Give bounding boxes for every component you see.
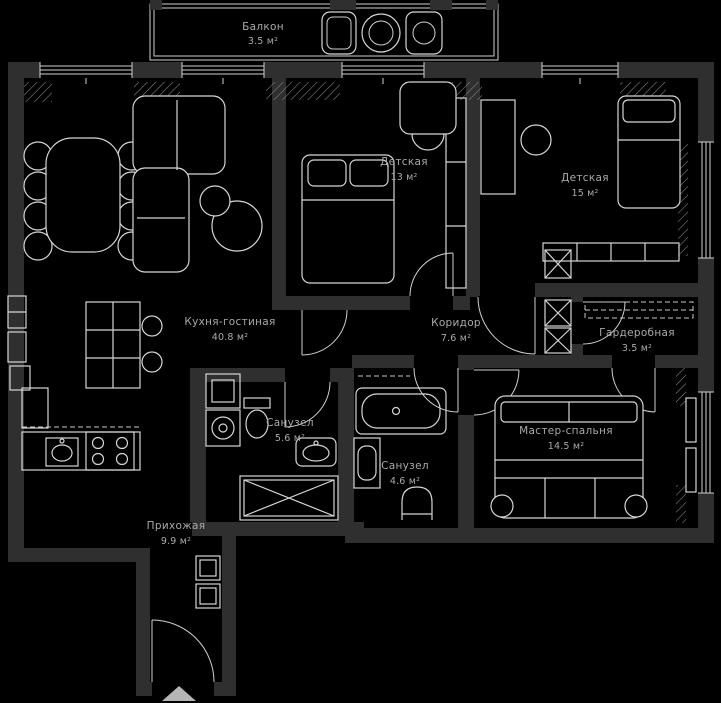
bathroom-2-fixtures xyxy=(353,375,447,520)
wardrobe-shelving xyxy=(584,301,694,319)
doors xyxy=(284,252,656,428)
balcony-furniture xyxy=(321,11,443,55)
room-area-bathroom-1: 5.6 м² xyxy=(275,433,305,444)
room-area-bathroom-2: 4.6 м² xyxy=(390,476,420,487)
room-label-kids-room-2: Детская xyxy=(561,172,609,184)
room-label-master-bedroom: Мастер-спальня xyxy=(519,425,613,437)
room-label-kitchen-living: Кухня-гостиная xyxy=(184,316,275,328)
room-area-hallway: 9.9 м² xyxy=(161,536,191,547)
windows xyxy=(39,62,714,494)
room-label-bathroom-1: Санузел xyxy=(266,417,314,429)
room-area-kitchen-living: 40.8 м² xyxy=(212,332,249,343)
master-bedroom-furniture xyxy=(490,395,697,519)
room-label-wardrobe: Гардеробная xyxy=(599,327,675,339)
hallway-cabinets xyxy=(195,555,221,609)
room-area-kids-room-1: 13 м² xyxy=(390,172,417,183)
entrance-door xyxy=(151,619,215,683)
kids-room-2-furniture xyxy=(480,95,681,279)
entrance-arrow xyxy=(162,686,196,701)
room-label-corridor: Коридор xyxy=(431,317,481,329)
ventilation-shafts xyxy=(544,299,572,354)
room-area-corridor: 7.6 м² xyxy=(441,333,471,344)
room-label-hallway: Прихожая xyxy=(147,520,206,532)
room-labels: Балкон 3.5 м² Кухня-гостиная 40.8 м² Дет… xyxy=(147,21,675,547)
room-label-kids-room-1: Детская xyxy=(380,156,428,168)
room-label-bathroom-2: Санузел xyxy=(381,460,429,472)
room-area-kids-room-2: 15 м² xyxy=(571,188,598,199)
room-area-master-bedroom: 14.5 м² xyxy=(548,441,585,452)
room-label-balcony: Балкон xyxy=(242,21,284,33)
kitchen-living-furniture xyxy=(7,95,263,471)
walls xyxy=(8,62,714,696)
kids-room-1-furniture xyxy=(301,81,467,289)
balcony-railing xyxy=(149,0,499,61)
room-area-wardrobe: 3.5 м² xyxy=(622,343,652,354)
bathroom-1-fixtures xyxy=(205,373,339,521)
room-area-balcony: 3.5 м² xyxy=(248,36,278,47)
